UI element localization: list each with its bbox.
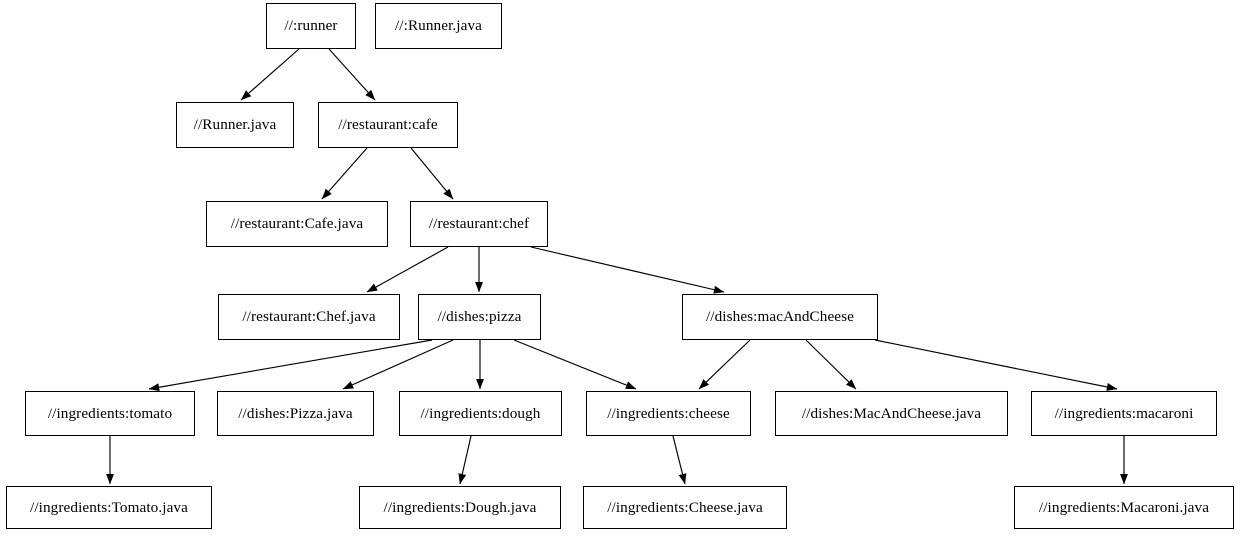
graph-node-runner_java[interactable]: //Runner.java	[176, 102, 294, 148]
graph-node-root_runner_java[interactable]: //:Runner.java	[375, 3, 502, 49]
graph-edge	[321, 147, 368, 200]
graph-node-label: //dishes:Pizza.java	[238, 404, 353, 422]
graph-node-label: //ingredients:Tomato.java	[30, 498, 188, 516]
graph-node-label: //ingredients:Cheese.java	[607, 498, 763, 516]
graph-edge	[698, 339, 751, 390]
graph-edge	[513, 339, 637, 390]
graph-node-label: //:runner	[284, 17, 338, 35]
graph-node-ing_macaroni_java[interactable]: //ingredients:Macaroni.java	[1014, 486, 1234, 529]
graph-node-dishes_mac_java[interactable]: //dishes:MacAndCheese.java	[775, 391, 1008, 436]
graph-node-label: //dishes:macAndCheese	[705, 308, 855, 326]
graph-edge	[366, 246, 449, 293]
graph-edge	[342, 339, 454, 390]
graph-node-label: //ingredients:cheese	[607, 404, 730, 422]
graph-node-ing_macaroni[interactable]: //ingredients:macaroni	[1031, 391, 1217, 436]
graph-node-label: //restaurant:Cafe.java	[230, 215, 364, 233]
graph-node-label: //ingredients:macaroni	[1054, 404, 1194, 422]
graph-node-label: //ingredients:tomato	[47, 404, 173, 422]
graph-edge	[530, 246, 725, 294]
graph-node-ing_tomato_java[interactable]: //ingredients:Tomato.java	[6, 486, 212, 529]
graph-node-label: //:Runner.java	[394, 17, 483, 35]
graph-node-dishes_pizza_java[interactable]: //dishes:Pizza.java	[217, 391, 374, 436]
graph-edge	[672, 435, 687, 485]
graph-edge	[458, 435, 472, 485]
graph-node-restaurant_chef[interactable]: //restaurant:chef	[410, 201, 548, 247]
graph-edge	[805, 339, 857, 390]
graph-node-label: //ingredients:Macaroni.java	[1038, 498, 1210, 516]
graph-node-ing_cheese[interactable]: //ingredients:cheese	[586, 391, 751, 436]
graph-edge	[328, 48, 376, 101]
graph-node-runner[interactable]: //:runner	[266, 3, 356, 49]
graph-node-ing_dough[interactable]: //ingredients:dough	[399, 391, 562, 436]
graph-edge	[240, 48, 300, 101]
graph-node-restaurant_cafe[interactable]: //restaurant:cafe	[318, 102, 458, 148]
graph-node-ing_cheese_java[interactable]: //ingredients:Cheese.java	[583, 486, 787, 529]
graph-node-dishes_mac[interactable]: //dishes:macAndCheese	[682, 294, 878, 340]
graph-edge	[874, 339, 1118, 391]
graph-edge	[410, 147, 454, 200]
graph-node-ing_tomato[interactable]: //ingredients:tomato	[25, 391, 195, 436]
graph-node-label: //dishes:MacAndCheese.java	[801, 404, 982, 422]
graph-node-label: //ingredients:Dough.java	[383, 498, 537, 516]
graph-node-label: //Runner.java	[193, 116, 277, 134]
graph-node-label: //dishes:pizza	[437, 308, 522, 326]
graph-node-label: //ingredients:dough	[420, 404, 541, 422]
graph-node-label: //restaurant:chef	[428, 215, 530, 233]
graph-edge	[148, 339, 433, 392]
graph-node-label: //restaurant:Chef.java	[242, 308, 376, 326]
graph-node-label: //restaurant:cafe	[338, 116, 438, 134]
graph-node-dishes_pizza[interactable]: //dishes:pizza	[418, 294, 541, 340]
graph-node-restaurant_cafe_java[interactable]: //restaurant:Cafe.java	[206, 201, 388, 247]
graph-node-restaurant_chef_java[interactable]: //restaurant:Chef.java	[218, 294, 400, 340]
graph-node-ing_dough_java[interactable]: //ingredients:Dough.java	[359, 486, 561, 529]
